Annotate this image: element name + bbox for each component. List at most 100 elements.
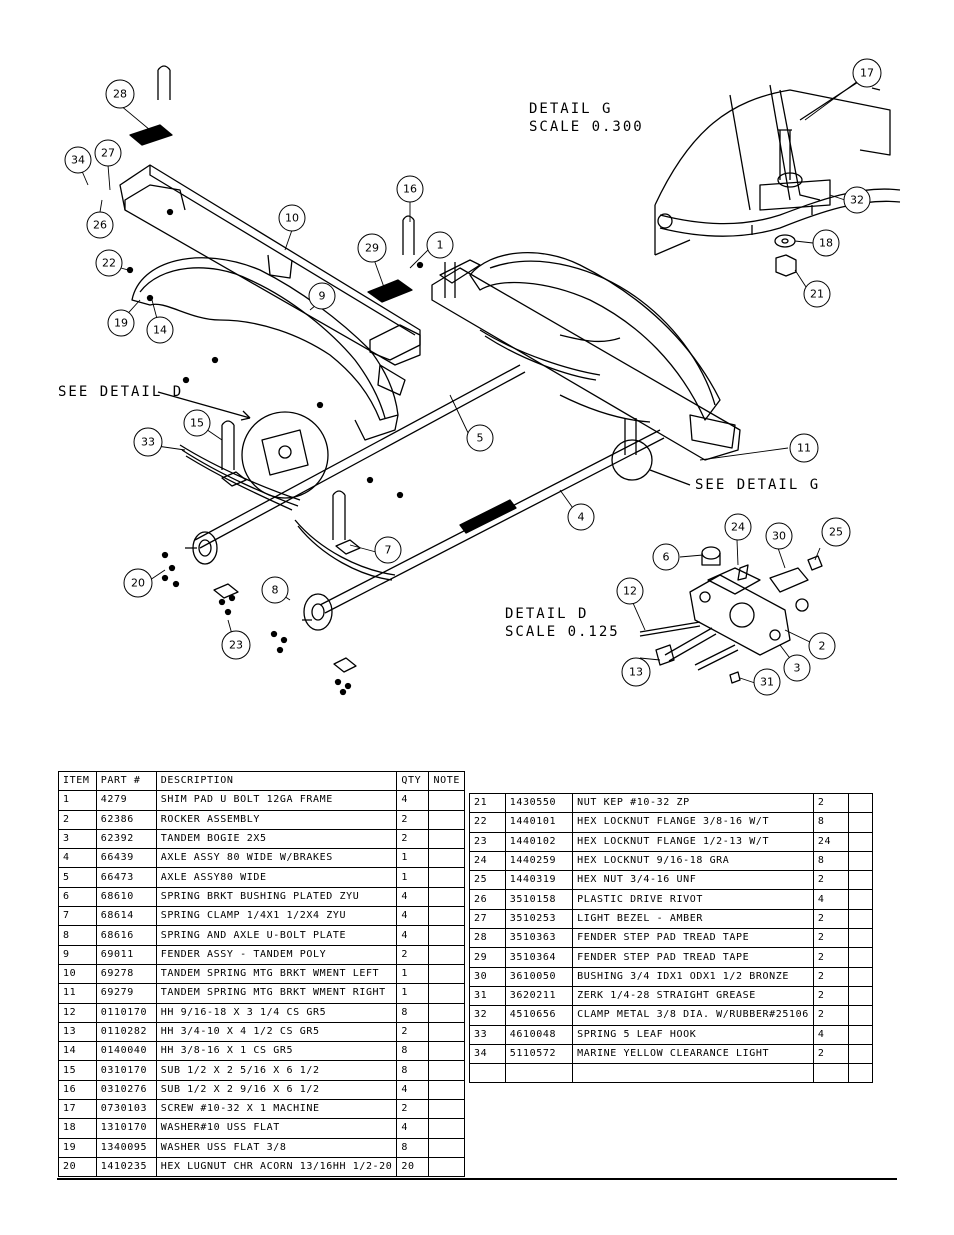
note-cell	[428, 944, 465, 965]
description-cell: SPRING CLAMP 1/4X1 1/2X4 ZYU	[155, 906, 398, 927]
callout-3: 3	[783, 654, 811, 682]
note-cell	[428, 925, 465, 946]
item-cell: 4	[58, 848, 97, 869]
qty-cell: 2	[812, 1043, 849, 1065]
item-cell: 19	[58, 1137, 97, 1158]
note-cell	[847, 1024, 874, 1045]
callout-13: 13	[621, 657, 651, 687]
item-cell: 3	[58, 828, 97, 850]
svg-text:27: 27	[101, 147, 115, 160]
part-number-cell: 1310170	[95, 1118, 157, 1139]
note-cell	[428, 809, 465, 830]
qty-cell: 2	[812, 928, 849, 949]
header-part: PART #	[95, 770, 157, 792]
description-cell: SPRING 5 LEAF HOOK	[572, 1024, 814, 1045]
description-cell: HH 9/16-18 X 3 1/4 CS GR5	[155, 1002, 398, 1023]
svg-text:18: 18	[819, 237, 833, 250]
note-cell	[847, 966, 874, 987]
item-cell: 12	[58, 1002, 97, 1023]
description-cell: WASHER USS FLAT 3/8	[155, 1137, 398, 1158]
description-cell: ROCKER ASSEMBLY	[155, 809, 398, 830]
callout-19: 19	[107, 309, 135, 337]
hardware-dots-drawing	[126, 208, 424, 696]
item-cell: 2	[58, 809, 97, 830]
part-number-cell: 4610048	[504, 1024, 574, 1045]
see-detail-d-label: SEE DETAIL D	[58, 384, 183, 400]
note-cell	[428, 1060, 465, 1081]
part-number-cell: 3510363	[504, 928, 574, 949]
part-number-cell: 68610	[95, 886, 157, 908]
qty-cell: 8	[396, 1002, 430, 1023]
svg-text:12: 12	[623, 585, 637, 598]
left-fender-drawing	[131, 257, 406, 441]
part-number-cell: 1410235	[95, 1156, 157, 1178]
callout-29: 29	[357, 233, 387, 263]
description-cell: FENDER STEP PAD TREAD TAPE	[572, 947, 814, 968]
item-cell: 33	[469, 1024, 506, 1045]
note-cell	[847, 812, 874, 833]
qty-cell: 2	[812, 908, 849, 930]
note-cell	[847, 928, 874, 949]
svg-text:14: 14	[153, 324, 167, 337]
part-number-cell: 1430550	[504, 792, 574, 814]
detail-d-drawing	[639, 546, 823, 684]
description-cell: HEX LOCKNUT FLANGE 3/8-16 W/T	[572, 812, 814, 833]
item-cell: 34	[469, 1043, 506, 1065]
qty-cell: 20	[396, 1156, 430, 1178]
callout-15: 15	[183, 409, 211, 437]
callout-11: 11	[789, 433, 819, 463]
qty-cell: 2	[396, 1099, 430, 1120]
parts-table-header-row: ITEM PART # DESCRIPTION QTY NOTE	[58, 770, 465, 792]
qty-cell: 4	[396, 886, 430, 908]
note-cell	[428, 1118, 465, 1139]
callout-24: 24	[724, 513, 752, 541]
note-cell	[428, 828, 465, 850]
description-cell: SUB 1/2 X 2 5/16 X 6 1/2	[155, 1060, 398, 1081]
callout-21: 21	[803, 280, 831, 308]
callout-9: 9	[308, 282, 336, 310]
description-cell: TANDEM SPRING MTG BRKT WMENT LEFT	[155, 963, 398, 985]
part-number-cell: 3620211	[504, 985, 574, 1007]
item-cell: 10	[58, 963, 97, 985]
part-number-cell: 3510253	[504, 908, 574, 930]
note-cell	[428, 790, 465, 811]
svg-text:11: 11	[797, 442, 811, 455]
u-bolts-drawing	[157, 65, 637, 540]
part-number-cell: 66473	[95, 867, 157, 888]
svg-text:16: 16	[403, 183, 417, 196]
empty-cell	[469, 1063, 506, 1084]
svg-text:28: 28	[113, 88, 127, 101]
callout-28: 28	[105, 79, 135, 109]
header-description: DESCRIPTION	[155, 770, 398, 792]
step-pad-28-drawing	[129, 124, 173, 146]
qty-cell: 4	[396, 790, 430, 811]
item-cell: 17	[58, 1099, 97, 1120]
callout-18: 18	[812, 229, 840, 257]
qty-cell: 8	[812, 812, 849, 833]
svg-text:26: 26	[93, 219, 107, 232]
svg-text:7: 7	[385, 544, 392, 557]
item-cell: 32	[469, 1005, 506, 1026]
note-cell	[847, 1043, 874, 1065]
note-cell	[428, 886, 465, 908]
description-cell: HEX LOCKNUT FLANGE 1/2-13 W/T	[572, 831, 814, 852]
item-cell: 21	[469, 792, 506, 814]
svg-text:25: 25	[829, 526, 843, 539]
description-cell: TANDEM BOGIE 2X5	[155, 828, 398, 850]
detail-g-title: DETAIL G	[529, 101, 612, 117]
qty-cell: 2	[812, 985, 849, 1007]
part-number-cell: 0110170	[95, 1002, 157, 1023]
header-item: ITEM	[58, 770, 97, 792]
